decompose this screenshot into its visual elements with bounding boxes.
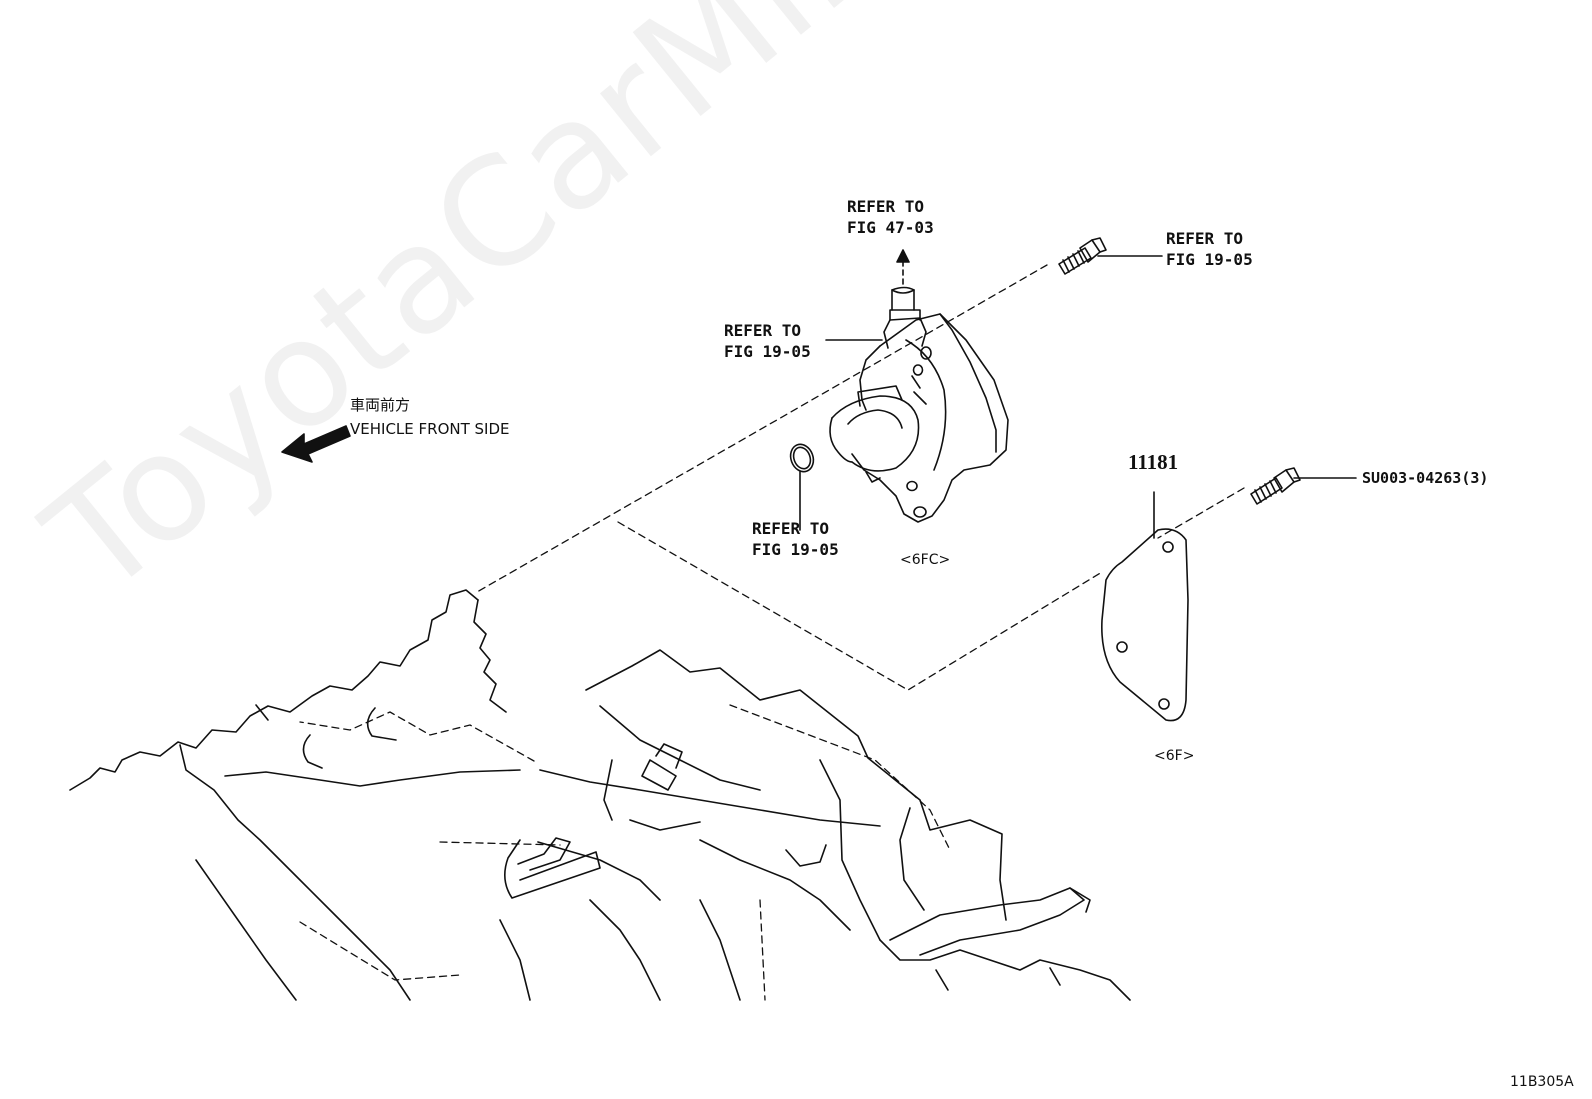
bolt-part-code: SU003-04263(3) [1362,469,1489,487]
front-arrow-icon [281,425,351,463]
pump-output-shaft [829,375,927,483]
gasket-part-number: 11181 [1128,450,1179,474]
vehicle-front-en-label: VEHICLE FRONT SIDE [350,420,510,438]
top-bolt [1058,237,1107,275]
vehicle-front-jp-label: 車両前方 [350,396,411,414]
vacuum-pump-body [851,313,1009,523]
pump-inlet-pipe [883,286,927,349]
gasket-plate [1101,528,1189,722]
pipe-leader-arrow [896,249,910,285]
pump-code-label: <6FC> [900,552,951,568]
lower-bolt [1250,467,1301,505]
gasket-code-label: <6F> [1154,748,1195,764]
o-ring [789,443,815,531]
engine-block-outline [69,589,1131,1001]
diagram-code: 11B305A [1510,1074,1574,1090]
engine-details [255,704,1091,956]
